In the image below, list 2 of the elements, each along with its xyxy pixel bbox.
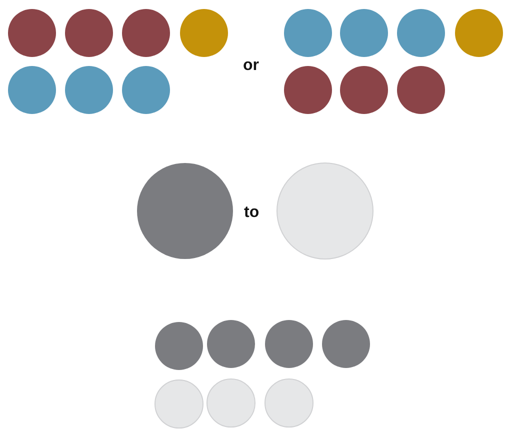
connector-word: to (244, 204, 260, 222)
connector-word: or (243, 57, 259, 75)
